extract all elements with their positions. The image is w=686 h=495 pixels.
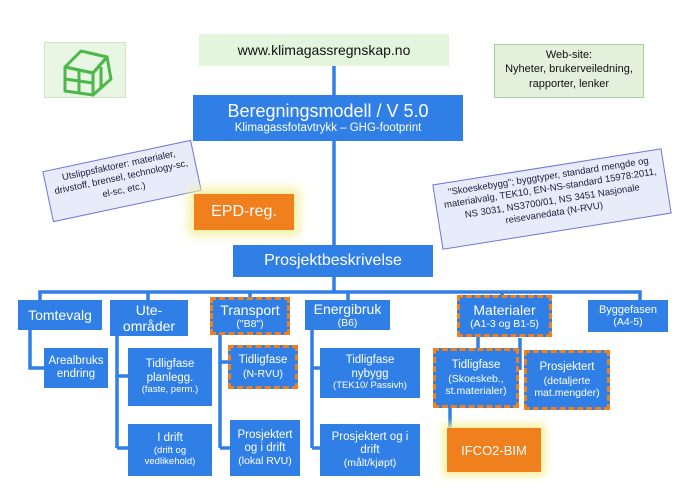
energi-title: Energibruk <box>313 300 382 317</box>
ute-drift-l2: (drift og <box>153 444 187 456</box>
arealbruk-box: Arealbruks endring <box>44 348 108 388</box>
mat-tidlig-l1: Tidligfase <box>451 359 501 372</box>
calculation-model-box: Beregningsmodell / V 5.0 Klimagassfotavt… <box>193 95 463 141</box>
category-energibruk: Energibruk (B6) <box>305 300 390 330</box>
category-transport: Transport ("B8") <box>210 297 290 335</box>
materialer-tidligfase-box: Tidligfase (Skoeskeb., st.materialer) <box>433 348 519 408</box>
materialer-sub: (A1-3 og B1-5) <box>470 318 539 331</box>
energi-prosj-l2: drift <box>360 443 380 456</box>
arealbruk-l1: Arealbruks <box>48 354 104 367</box>
website-note: Web-site: Nyheter, brukerveiledning, rap… <box>494 44 644 98</box>
energi-prosjektert-box: Prosjektert og i drift (målt/kjøpt) <box>320 424 420 476</box>
energi-tidlig-l1: Tidligfase <box>345 354 395 367</box>
project-description-label: Prosjektbeskrivelse <box>264 251 402 269</box>
trans-prosj-l1: Prosjektert <box>237 428 293 441</box>
ifco2-bim-box: IFCO2-BIM <box>447 428 541 472</box>
energi-tidlig-l2: nybygg <box>351 367 389 380</box>
transport-tidligfase-box: Tidligfase (N-RVU) <box>228 345 298 389</box>
energi-tidligfase-box: Tidligfase nybygg (TEK10/ Passivh) <box>320 348 420 398</box>
mat-prosj-l2: (detaljerte <box>543 374 591 387</box>
ute-tidlig-l2: planlegg. <box>146 371 194 384</box>
model-title: Beregningsmodell / V 5.0 <box>227 101 429 122</box>
website-url-box[interactable]: www.klimagassregnskap.no <box>199 34 449 66</box>
arealbruk-l2: endring <box>56 368 96 380</box>
trans-prosj-l2: og i drift <box>244 441 286 454</box>
transport-title: Transport <box>220 301 280 318</box>
ute-drift-l3: vedlikehold) <box>144 455 196 467</box>
ute-title: Ute- <box>135 301 163 318</box>
materialer-title: Materialer <box>473 301 536 318</box>
epd-registry-box: EPD-reg. <box>194 194 294 230</box>
trans-prosj-l3: (lokal RVU) <box>238 455 292 468</box>
transport-sub: ("B8") <box>236 318 264 331</box>
mat-prosj-l1: Prosjektert <box>539 361 595 374</box>
energi-prosj-l3: (målt/kjøpt) <box>343 457 397 470</box>
website-url[interactable]: www.klimagassregnskap.no <box>237 42 411 58</box>
mat-tidlig-l2: (Skoeskeb., <box>448 372 504 385</box>
ute-title2: områder <box>122 318 176 334</box>
website-note-line1: Nyheter, brukerveiledning, <box>505 63 633 76</box>
category-materialer: Materialer (A1-3 og B1-5) <box>457 295 552 337</box>
trans-tidlig-l2: (N-RVU) <box>242 367 284 380</box>
energi-prosj-l1: Prosjektert og i <box>331 430 409 443</box>
materialer-prosjektert-box: Prosjektert (detaljerte mat.mengder) <box>524 350 610 410</box>
ute-tidlig-l3: (faste, perm.) <box>141 383 199 395</box>
ute-drift-l1: I drift <box>157 432 183 445</box>
epd-label: EPD-reg. <box>211 203 277 220</box>
website-note-title: Web-site: <box>545 49 593 61</box>
project-description-box: Prosjektbeskrivelse <box>233 245 433 277</box>
category-byggefasen: Byggefasen (A4-5) <box>588 300 668 332</box>
ute-tidlig-l1: Tidligfase <box>145 358 195 371</box>
trans-tidlig-l1: Tidligfase <box>238 354 288 367</box>
byggefasen-sub: (A4-5) <box>613 316 643 329</box>
category-tomtevalg: Tomtevalg <box>18 300 102 330</box>
category-uteomrader: Ute- områder <box>110 300 188 336</box>
mat-prosj-l3: mat.mengder) <box>534 386 600 399</box>
website-note-line2: rapporter, lenker <box>528 77 610 90</box>
model-subtitle: Klimagassfotavtrykk – GHG-footprint <box>234 121 422 134</box>
mat-tidlig-l3: st.materialer) <box>445 384 507 397</box>
greenhouse-icon <box>44 42 126 98</box>
transport-prosjektert-box: Prosjektert og i drift (lokal RVU) <box>230 420 300 476</box>
ute-tidligfase-box: Tidligfase planlegg. (faste, perm.) <box>128 348 212 406</box>
ifco2-bim-label: IFCO2-BIM <box>461 442 527 458</box>
byggefasen-title: Byggefasen <box>598 303 658 316</box>
tomtevalg-title: Tomtevalg <box>28 306 92 323</box>
ute-drift-box: I drift (drift og vedlikehold) <box>128 424 212 476</box>
energi-tidlig-l3: (TEK10/ Passivh) <box>333 379 407 391</box>
energi-sub: (B6) <box>337 317 358 330</box>
